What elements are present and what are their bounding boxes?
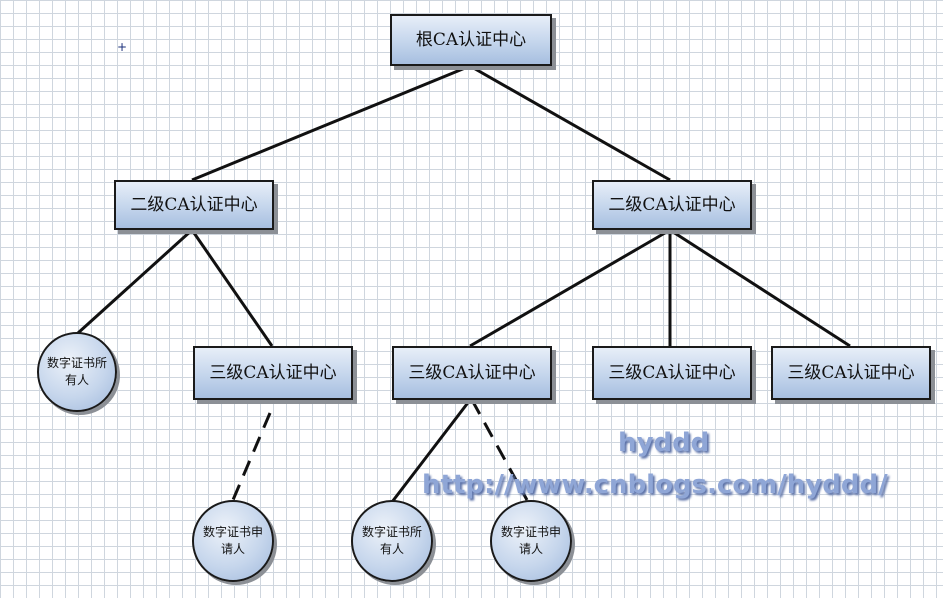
certificate-owner-label: 数字证书所有人 (361, 525, 422, 556)
root-ca-label: 根CA认证中心 (415, 30, 527, 50)
certificate-owner-node-left: 数字证书所有人 (37, 332, 117, 412)
edge-level2-right-level3-b (469, 228, 671, 348)
root-ca-node: 根CA认证中心 (390, 14, 552, 66)
crosshair-cursor-icon: + (117, 40, 128, 54)
level3-ca-label: 三级CA认证中心 (787, 363, 915, 383)
edge-level2-left-owner (76, 228, 194, 335)
certificate-applicant-node-left: 数字证书申请人 (192, 500, 274, 582)
watermark-name: hyddd (618, 428, 710, 458)
level3-ca-label: 三级CA认证中心 (608, 363, 736, 383)
level2-ca-node-right: 二级CA认证中心 (592, 180, 752, 230)
certificate-applicant-label: 数字证书申请人 (500, 525, 561, 556)
certificate-applicant-label: 数字证书申请人 (202, 525, 263, 556)
level2-ca-label: 二级CA认证中心 (130, 195, 258, 215)
edge-root-level2-right (469, 64, 671, 182)
edge-root-level2-left (191, 64, 471, 182)
edge-level3-b-owner (390, 399, 472, 503)
certificate-owner-label: 数字证书所有人 (46, 356, 107, 387)
level3-ca-node-b: 三级CA认证中心 (392, 346, 552, 400)
level3-ca-node-a: 三级CA认证中心 (193, 346, 353, 400)
level2-ca-node-left: 二级CA认证中心 (114, 180, 274, 230)
certificate-applicant-node-mid: 数字证书申请人 (490, 500, 572, 582)
edge-level2-left-level3-a (190, 229, 274, 347)
edge-level3-b-applicant (470, 399, 529, 501)
level3-ca-label: 三级CA认证中心 (209, 363, 337, 383)
certificate-owner-node-mid: 数字证书所有人 (351, 500, 433, 582)
level3-ca-label: 三级CA认证中心 (408, 363, 536, 383)
level3-ca-node-d: 三级CA认证中心 (771, 346, 931, 400)
level2-ca-label: 二级CA认证中心 (608, 195, 736, 215)
level3-ca-node-c: 三级CA认证中心 (592, 346, 752, 400)
watermark-url: http://www.cnblogs.com/hyddd/ (422, 470, 888, 500)
edge-level3-a-applicant (231, 412, 272, 501)
edge-level2-right-level3-d (669, 228, 851, 348)
